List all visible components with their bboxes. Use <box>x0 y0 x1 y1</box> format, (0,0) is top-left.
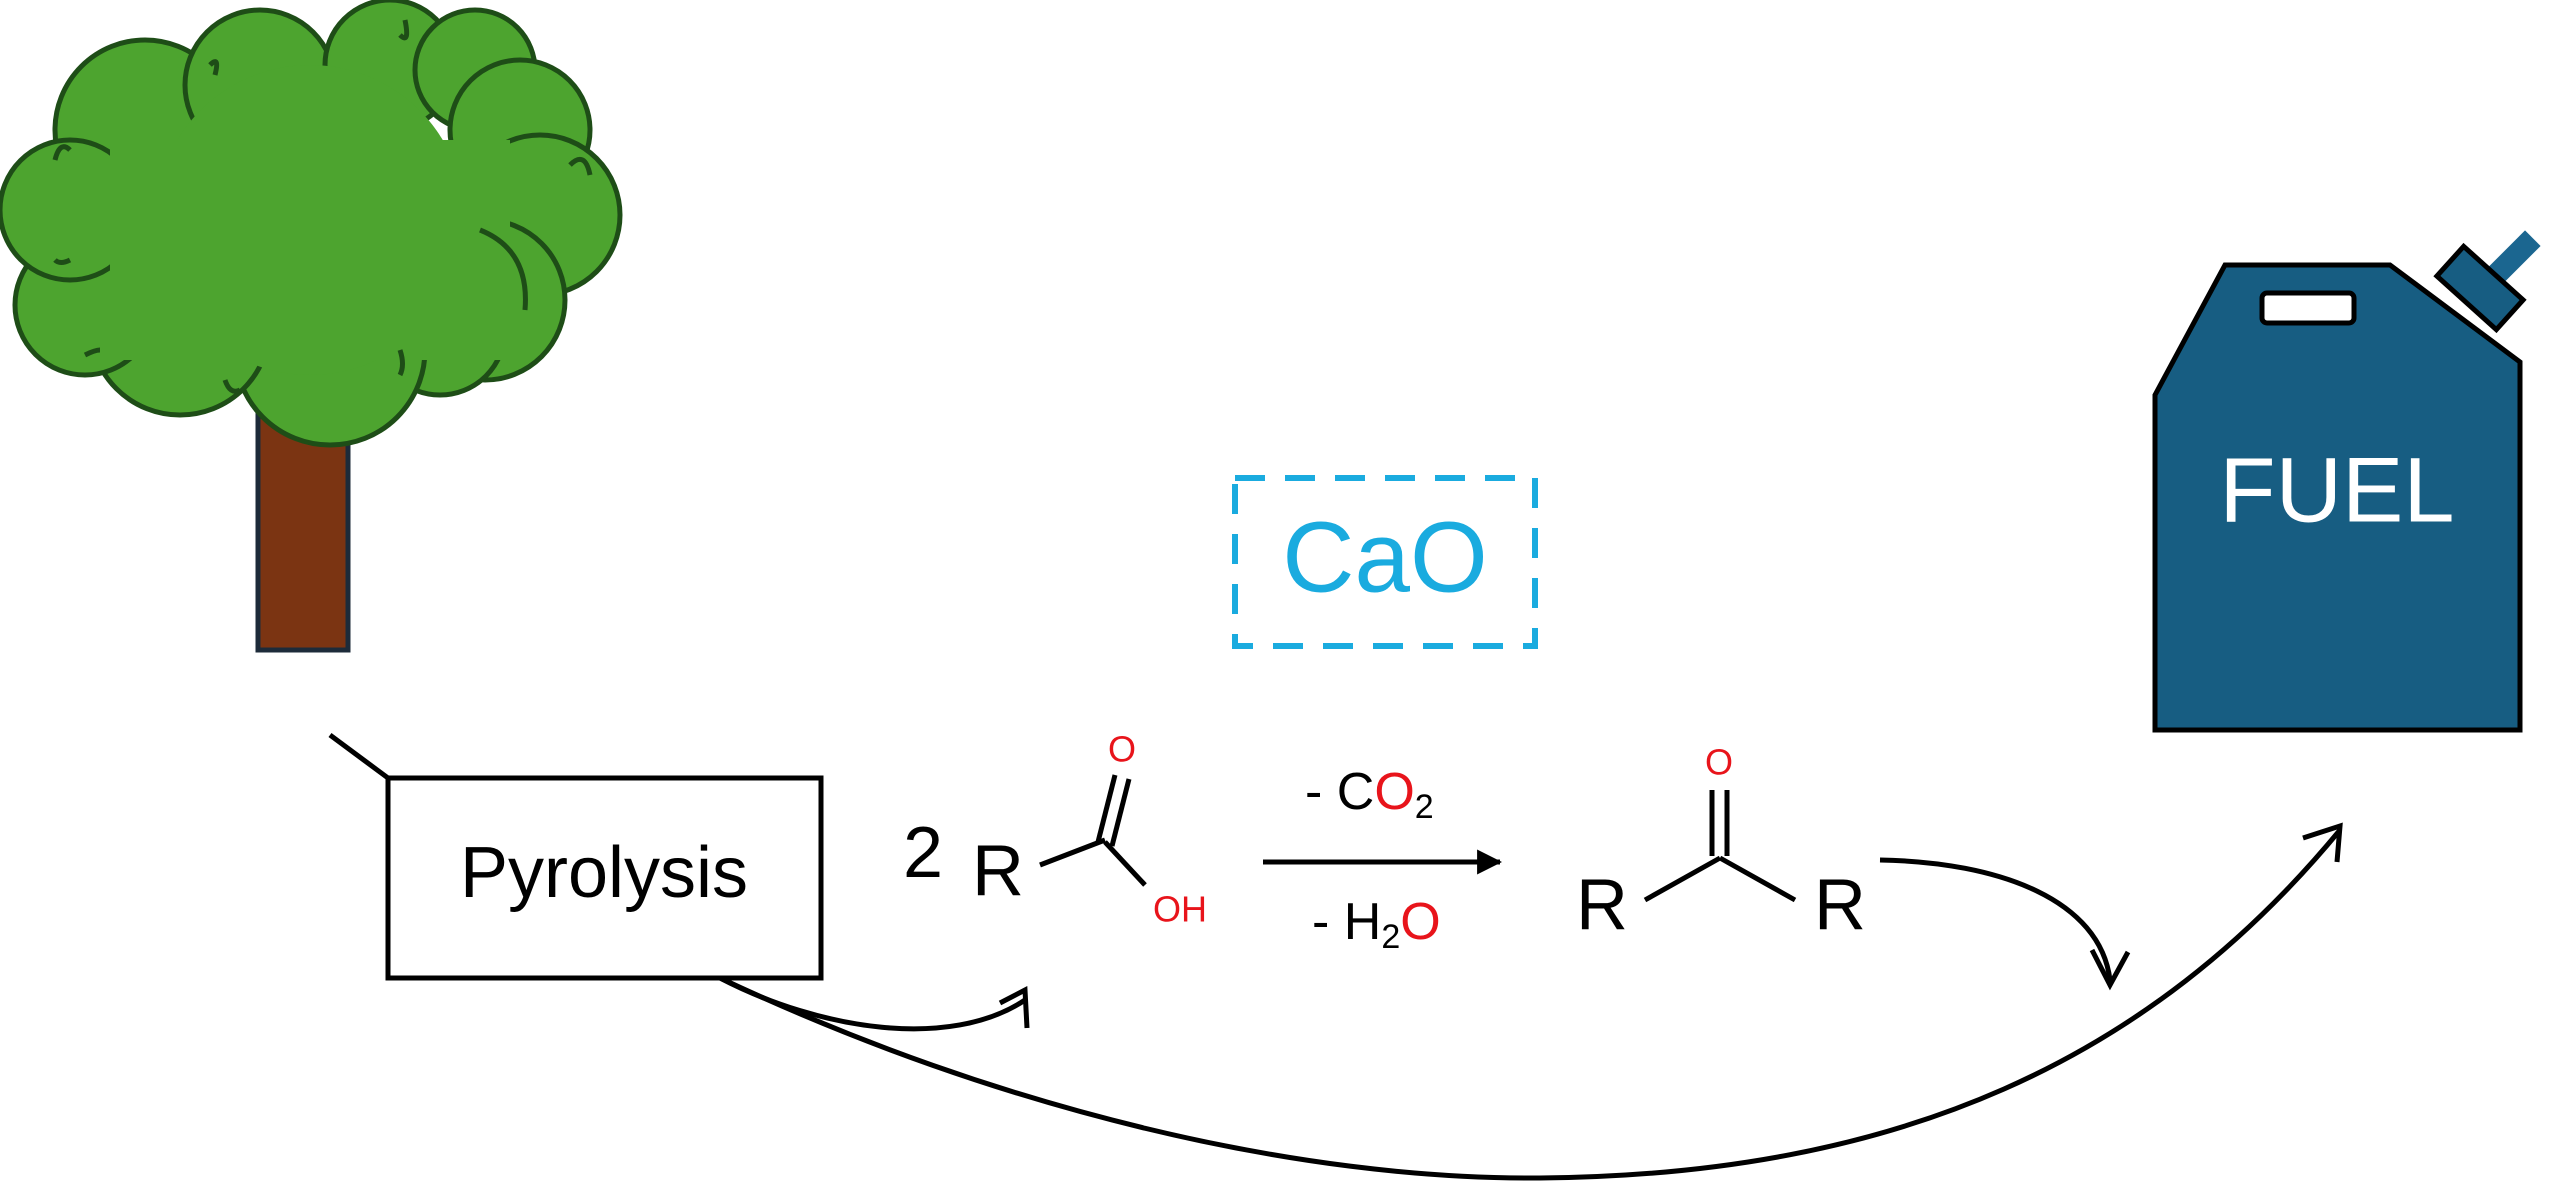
ketone-structure: R O R <box>1576 742 1866 946</box>
ketone-r-left: R <box>1576 865 1628 945</box>
pyrolysis-label: Pyrolysis <box>460 833 748 913</box>
pyrolysis-frame <box>385 775 824 981</box>
catalyst-box: CaO <box>1232 475 1538 649</box>
fuel-can-handle <box>2259 290 2357 326</box>
acid-hydroxyl: OH <box>1153 889 1207 930</box>
tree-connector-line <box>328 732 390 781</box>
ketone-bond-left <box>1643 855 1722 903</box>
acid-double-bond-a <box>1095 774 1118 843</box>
ketone-to-fuel-arrowhead <box>2089 948 2131 991</box>
stoichiometric-coefficient: 2 <box>903 813 943 893</box>
fuel-can-nozzle <box>2433 242 2527 334</box>
pyrolysis-to-acid-arrowhead <box>998 985 1030 1029</box>
acid-carbonyl-oxygen: O <box>1108 729 1136 770</box>
flow-arrows <box>718 822 2343 1181</box>
co2-loss-label: - CO2 <box>1305 763 1434 826</box>
tree-canopy-details <box>52 19 593 394</box>
fuel-can-body <box>2152 262 2523 733</box>
ketone-carbonyl-oxygen: O <box>1705 742 1733 783</box>
tree-canopy <box>0 0 623 448</box>
acid-r-group: R <box>972 831 1024 911</box>
fuel-label: FUEL <box>2219 439 2454 541</box>
ketone-bond-right <box>1718 855 1797 903</box>
pyrolysis-to-acid-arrow <box>718 975 1027 1032</box>
acid-double-bond-b <box>1109 778 1132 847</box>
fuel-can-icon: FUEL <box>2152 230 2541 733</box>
ketone-r-right: R <box>1814 865 1866 945</box>
tree-trunk <box>255 407 351 653</box>
pyrolysis-box: Pyrolysis <box>328 732 824 981</box>
reaction-arrow-group: - CO2 - H2O <box>1263 763 1503 956</box>
bypass-arrowhead <box>2302 822 2343 863</box>
catalyst-label: CaO <box>1282 501 1488 613</box>
carboxylic-acid-structure: 2 R O OH <box>903 729 1207 930</box>
acid-bond-c-oh <box>1103 840 1147 887</box>
catalyst-dashed-frame <box>1232 475 1538 649</box>
h2o-loss-label: - H2O <box>1312 893 1441 956</box>
tree-icon <box>0 0 623 653</box>
pyrolysis-to-fuel-bypass-arrow <box>718 828 2342 1181</box>
ketone-to-fuel-arrow <box>1879 857 2113 981</box>
acid-bond-r-c <box>1039 837 1106 868</box>
